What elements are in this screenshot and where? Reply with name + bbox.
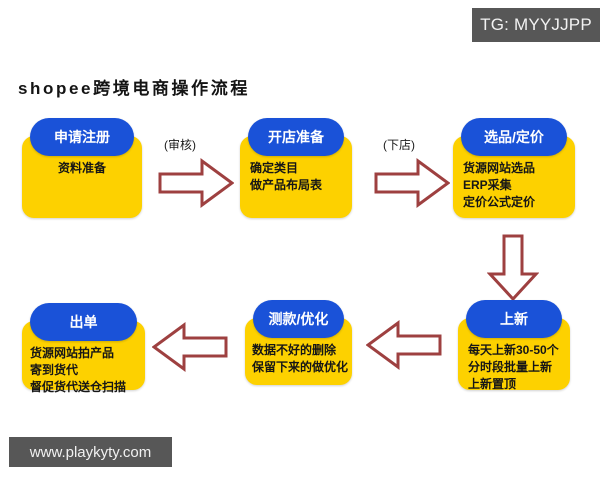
box-header-apply-register: 申请注册 [30,118,134,156]
flow-box-selection-pricing: 选品/定价 货源网站选品 ERP采集 定价公式定价 [453,118,575,218]
box-line: 督促货代送仓扫描 [30,380,127,394]
box-line: ERP采集 [463,178,512,192]
box-line: 确定类目 [250,161,299,175]
arrow-label-review: (审核) [164,138,196,152]
box-line: 货源网站拍产品 [30,346,115,360]
arrow-label-open-shop: (下店) [383,138,415,152]
box-header-test-optimize: 测款/优化 [253,300,344,338]
box-header-shop-preparation: 开店准备 [248,118,344,156]
arrow-right-1 [158,158,234,208]
box-header-orders: 出单 [30,303,137,341]
box-line: 定价公式定价 [463,195,536,209]
tg-badge: TG: MYYJJPP [472,8,600,42]
page-title: shopee跨境电商操作流程 [18,79,250,98]
flow-box-orders: 出单 货源网站拍产品 寄到货代 督促货代送仓扫描 [22,303,145,394]
site-watermark: www.playkyty.com [9,437,172,467]
box-line: 数据不好的删除 [252,343,337,357]
box-header-selection-pricing: 选品/定价 [461,118,567,156]
arrow-left-1 [366,320,442,370]
box-lines-orders: 货源网站拍产品 寄到货代 督促货代送仓扫描 [22,345,145,396]
box-lines-test-optimize: 数据不好的删除 保留下来的做优化 [245,342,352,376]
flow-box-shop-preparation: 开店准备 确定类目 做产品布局表 [240,118,352,218]
box-lines-apply-register: 资料准备 [22,160,142,177]
box-line: 寄到货代 [30,363,79,377]
box-lines-new-listing: 每天上新30-50个 分时段批量上新 上新置顶 [458,342,570,393]
box-line: 做产品布局表 [250,178,323,192]
box-line: 保留下来的做优化 [252,360,349,374]
flow-box-new-listing: 上新 每天上新30-50个 分时段批量上新 上新置顶 [458,300,570,393]
box-lines-shop-preparation: 确定类目 做产品布局表 [240,160,352,194]
box-line: 分时段批量上新 [468,360,553,374]
box-header-new-listing: 上新 [466,300,562,338]
flow-box-test-optimize: 测款/优化 数据不好的删除 保留下来的做优化 [245,300,352,385]
box-line: 上新置顶 [468,377,517,391]
arrow-left-2 [152,322,228,372]
arrow-down-1 [487,234,539,302]
box-line: 货源网站选品 [463,161,536,175]
box-line: 每天上新30-50个 [468,343,559,357]
box-line: 资料准备 [57,161,106,175]
arrow-right-2 [374,158,450,208]
flow-box-apply-register: 申请注册 资料准备 [22,118,142,218]
box-lines-selection-pricing: 货源网站选品 ERP采集 定价公式定价 [453,160,575,211]
